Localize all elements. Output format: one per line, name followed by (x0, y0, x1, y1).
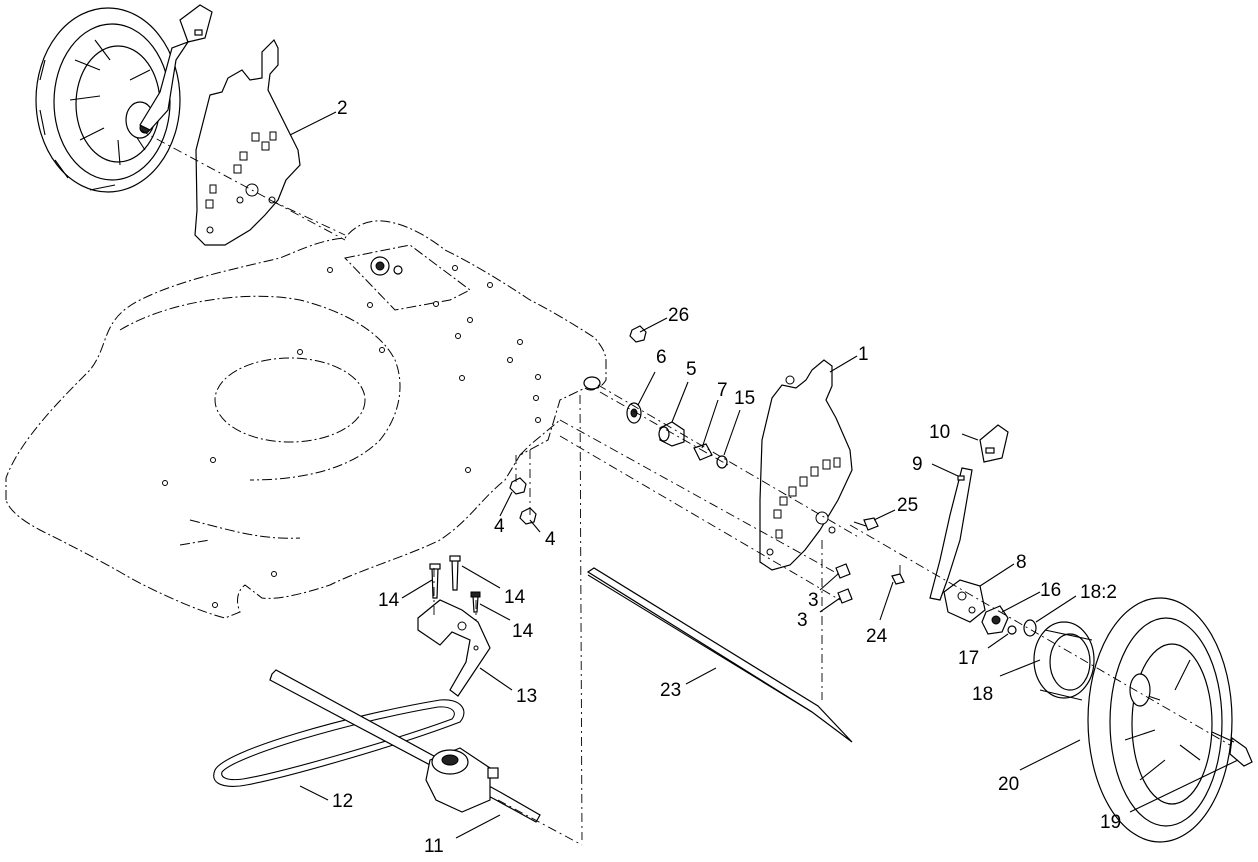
right-height-lever (929, 424, 1009, 601)
callout-13: 13 (516, 686, 537, 707)
callout-9: 9 (912, 454, 923, 475)
drive-belt (213, 699, 465, 787)
callout-3a: 3 (808, 590, 819, 611)
callout-10: 10 (929, 422, 950, 443)
callout-labels: 2 1 26 6 5 7 15 10 9 25 8 16 18:2 17 18 … (332, 98, 1121, 857)
callout-18-2: 18:2 (1080, 582, 1117, 603)
callout-3b: 3 (797, 610, 808, 631)
callout-1: 1 (858, 344, 869, 365)
callout-23: 23 (660, 680, 681, 701)
callout-24: 24 (866, 626, 888, 647)
callout-12: 12 (332, 791, 353, 812)
right-rear-wheel (1087, 597, 1253, 843)
callout-19: 19 (1100, 812, 1121, 833)
transmission (269, 669, 541, 823)
callout-2: 2 (337, 98, 348, 119)
callout-5: 5 (686, 359, 697, 380)
right-adjust-bracket (943, 579, 1037, 637)
callout-4b: 4 (545, 529, 556, 550)
callout-26: 26 (668, 305, 689, 326)
mower-deck (5, 220, 607, 619)
right-wheel-hub (1033, 621, 1095, 701)
transmission-cover (417, 599, 491, 697)
callout-17: 17 (958, 648, 979, 669)
callout-14c: 14 (512, 621, 534, 642)
callout-7: 7 (717, 380, 728, 401)
rear-axle-rod (586, 567, 853, 743)
callout-4a: 4 (494, 516, 505, 537)
assembly-centerlines (139, 129, 1231, 846)
callout-20: 20 (998, 774, 1019, 795)
left-height-adjust-plate (194, 38, 301, 246)
callout-15: 15 (734, 388, 755, 409)
callout-18: 18 (972, 684, 993, 705)
callout-25: 25 (897, 495, 918, 516)
callout-8: 8 (1016, 552, 1027, 573)
callout-14a: 14 (378, 590, 400, 611)
callout-14b: 14 (504, 587, 526, 608)
screws (429, 555, 481, 613)
left-rear-wheel (35, 4, 213, 193)
callout-6: 6 (656, 347, 667, 368)
leader-lines (289, 111, 1239, 839)
axle-hardware (509, 325, 905, 604)
callout-16: 16 (1040, 580, 1061, 601)
right-height-adjust-plate (759, 359, 853, 571)
callout-11: 11 (424, 836, 444, 857)
